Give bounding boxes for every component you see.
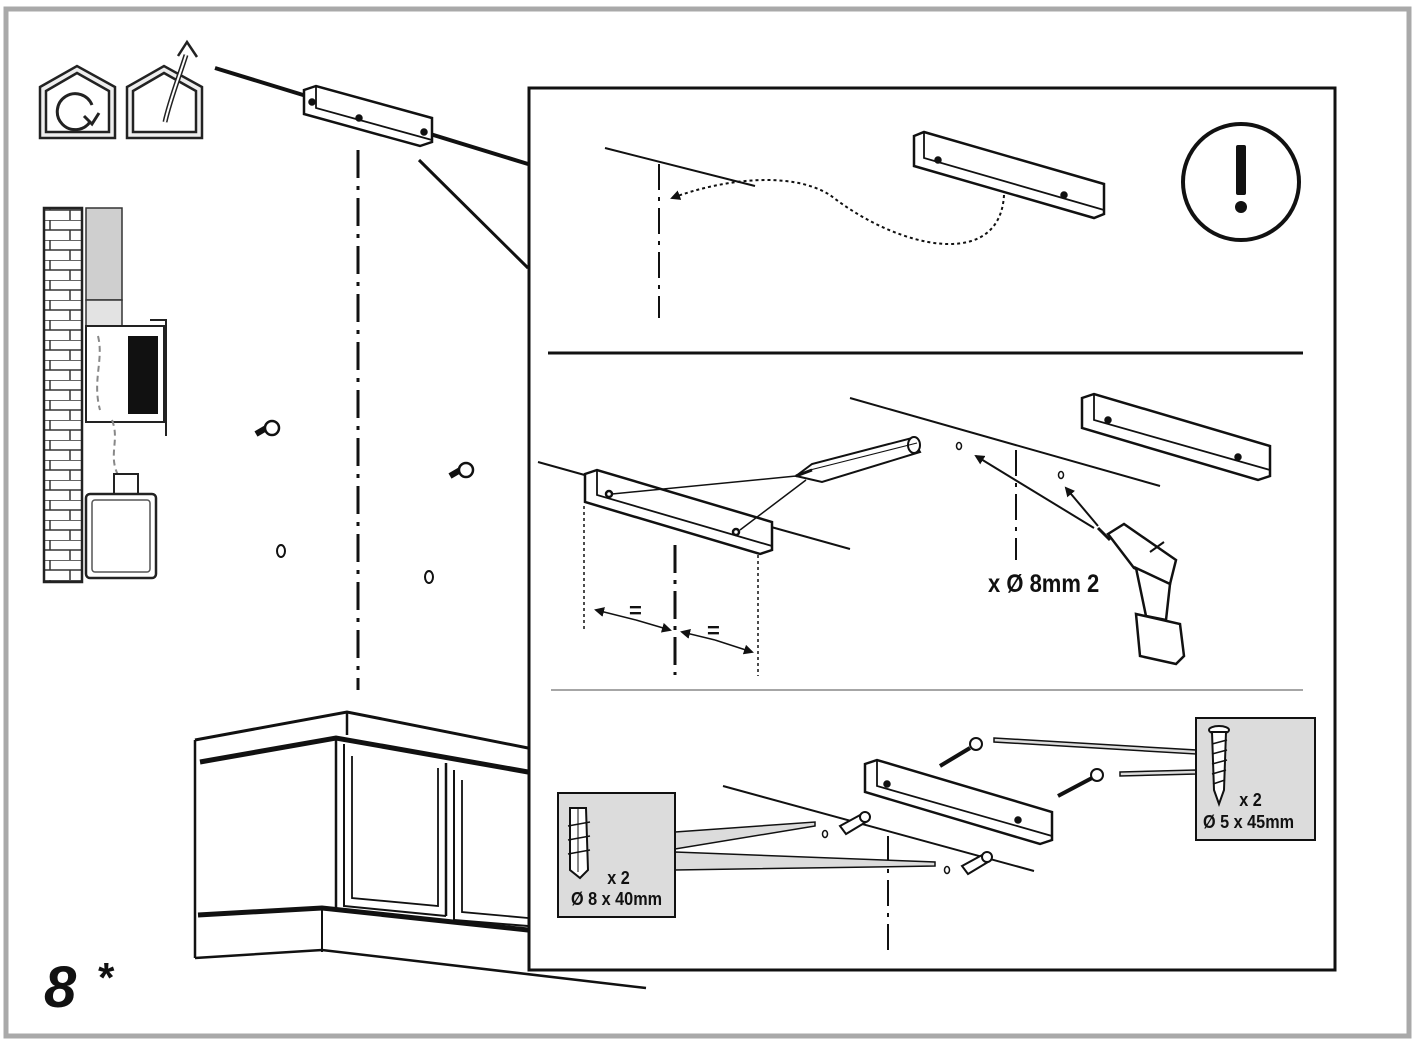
plug-icons: [838, 811, 993, 876]
panel-mark-and-drill: [537, 392, 1272, 676]
step-number-value: 8: [44, 955, 79, 1020]
drill-icon: [1096, 522, 1186, 666]
panel-fix-bracket: [557, 717, 1316, 950]
drill-size-label: x Ø 8mm 2: [988, 570, 1100, 598]
bracket-reference: [1080, 392, 1272, 482]
plug-size: Ø 8 x 40mm: [571, 889, 663, 909]
equal-distance-left: =: [629, 598, 642, 623]
wall-bracket-main: [302, 84, 434, 148]
screw-icons: [938, 737, 1104, 798]
panel-align-bracket: [604, 130, 1106, 318]
outer-frame: [3, 6, 1412, 1039]
pencil-icon: [793, 436, 922, 484]
screw-size: Ø 5 x 45mm: [1203, 812, 1295, 832]
screw-quantity: x 2: [1239, 790, 1262, 810]
side-view-illustration: [42, 206, 167, 584]
extraction-mode-icon: [125, 39, 204, 140]
wall-plug-icon: [567, 807, 591, 880]
step-number: 8 *: [44, 954, 115, 1021]
screw-icon: [1208, 725, 1230, 807]
step-number-suffix: *: [96, 954, 115, 1001]
plug-quantity: x 2: [607, 868, 630, 888]
equal-distance-right: =: [707, 618, 720, 643]
drill-holes: [276, 544, 434, 584]
wall-plugs: [254, 419, 475, 479]
recirculation-mode-icon: [38, 64, 117, 140]
exclamation-warning-icon: [1181, 122, 1301, 242]
kitchen-cabinets: [193, 710, 647, 990]
bracket-marking: [583, 468, 774, 556]
bracket-mounted: [863, 758, 1054, 846]
